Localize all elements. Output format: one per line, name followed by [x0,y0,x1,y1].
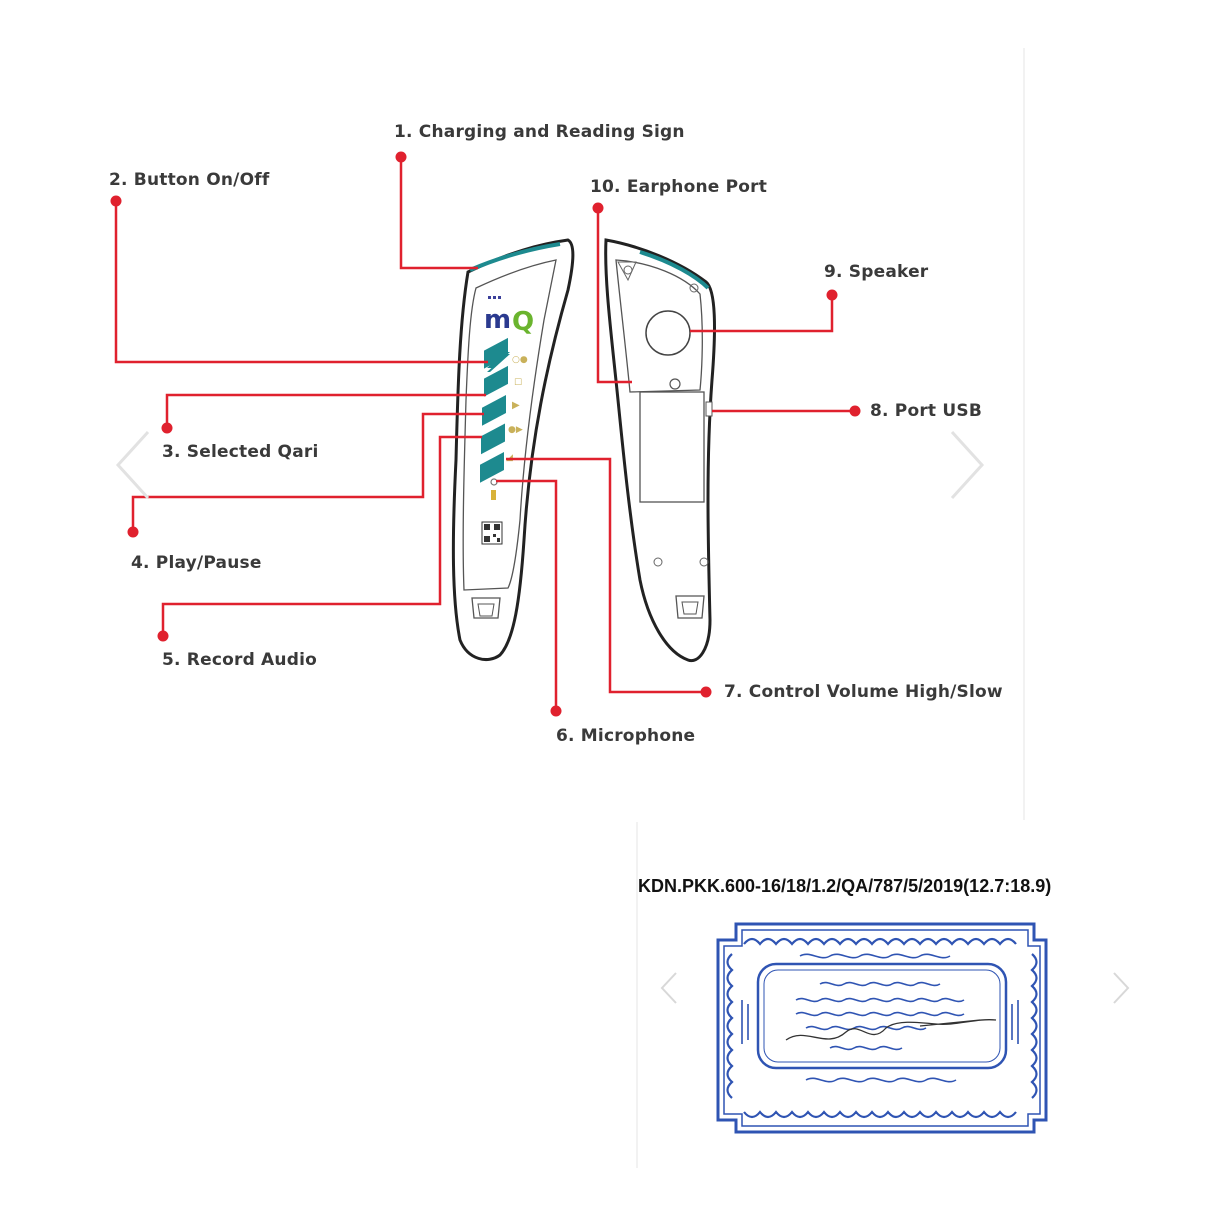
qr-code-icon [481,521,503,545]
key-icon [491,490,496,500]
qari-symbol-icon: ☐ [514,378,522,388]
label-control-volume: 7. Control Volume High/Slow [724,682,1003,702]
label-play-pause: 4. Play/Pause [131,553,262,573]
leader-lines [114,157,855,711]
button-column [480,337,510,483]
next-arrow-icon[interactable] [950,430,985,500]
label-earphone-port: 10. Earphone Port [590,177,768,197]
label-button-on-off: 2. Button On/Off [109,170,270,190]
button-on-off[interactable] [484,337,508,369]
label-speaker: 9. Speaker [824,262,929,282]
approval-stamp [716,922,1048,1134]
label-selected-qari: 3. Selected Qari [162,442,319,462]
speaker-icon [645,310,691,356]
earphone-port [669,378,681,390]
pen-front: m Q ○● ☐ ▶ ●▶ ◢ [451,238,575,661]
svg-text:m: m [484,305,511,335]
prev-arrow-icon[interactable] [115,430,150,500]
play-symbol-icon: ▶ [512,400,520,411]
approval-code: KDN.PKK.600-16/18/1.2/QA/787/5/2019(12.7… [638,876,1052,896]
button-volume[interactable] [480,452,504,483]
cert-prev-arrow-icon[interactable] [660,972,677,1004]
power-symbol-icon: ○● [512,355,528,365]
label-record-audio: 5. Record Audio [162,650,317,670]
mq-logo: m Q [484,296,534,337]
label-microphone: 6. Microphone [556,726,696,746]
leader-dots [110,151,861,717]
pen-back [604,238,716,663]
cert-next-arrow-icon[interactable] [1113,972,1130,1004]
button-selected-qari[interactable] [484,365,508,397]
svg-text:Q: Q [512,307,534,337]
label-port-usb: 8. Port USB [870,401,982,421]
button-record[interactable] [481,423,505,455]
record-symbol-icon: ●▶ [508,425,523,435]
button-play-pause[interactable] [482,394,506,426]
usb-port [705,401,713,417]
label-charging-reading-sign: 1. Charging and Reading Sign [394,122,685,142]
